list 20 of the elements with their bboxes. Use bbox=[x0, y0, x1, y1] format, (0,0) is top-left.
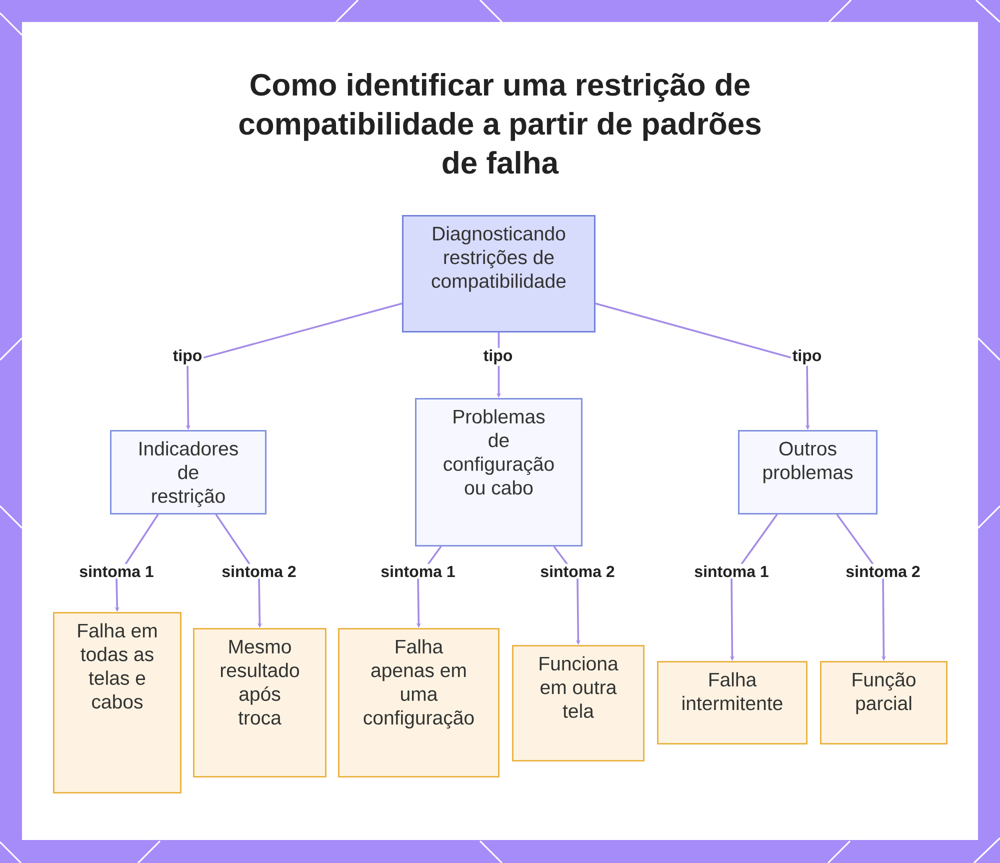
symptom-box: Falha apenas em uma configuração bbox=[338, 628, 500, 778]
symptom-box: Falha em todas as telas e cabos bbox=[53, 612, 182, 794]
category-box: Indicadores de restrição bbox=[110, 430, 266, 514]
edge-label: sintoma 1 bbox=[78, 564, 156, 579]
symptom-box: Função parcial bbox=[820, 661, 948, 744]
symptom-box: Funciona em outra tela bbox=[512, 645, 644, 762]
edge-label: tipo bbox=[482, 348, 514, 366]
edge-label: sintoma 2 bbox=[844, 564, 922, 579]
symptom-box: Mesmo resultado após troca bbox=[193, 628, 326, 778]
edge-label: sintoma 1 bbox=[379, 564, 457, 579]
edge-label: sintoma 2 bbox=[538, 564, 616, 579]
edge-label: sintoma 2 bbox=[220, 564, 298, 579]
edge-label: sintoma 1 bbox=[692, 564, 770, 579]
edge-label: tipo bbox=[790, 348, 824, 366]
root-box: Diagnosticando restrições de compatibilidade bbox=[402, 215, 596, 332]
edge-label: tipo bbox=[171, 348, 204, 366]
category-box: Problemas de configuração ou cabo bbox=[415, 398, 582, 546]
category-box: Outros problemas bbox=[738, 430, 878, 514]
symptom-box: Falha intermitente bbox=[657, 661, 808, 744]
title: Como identificar uma restrição de compatibilidade a partir de padrões de falha bbox=[239, 73, 761, 174]
